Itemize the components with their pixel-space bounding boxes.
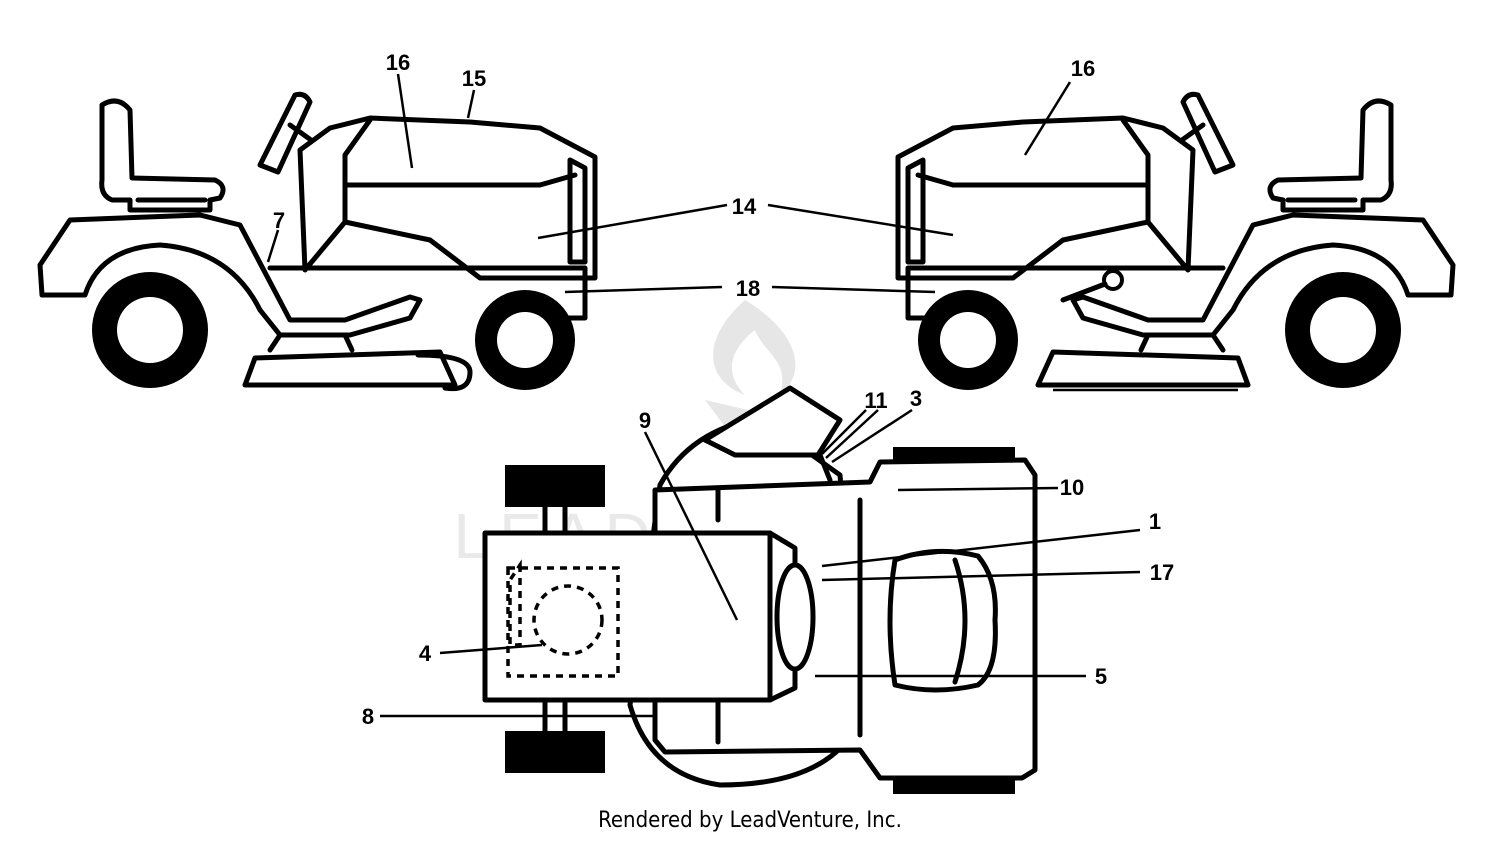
callout-leaders bbox=[266, 73, 1141, 718]
callout-10: 10 bbox=[1060, 475, 1084, 500]
callout-1: 1 bbox=[1149, 509, 1161, 534]
callout-16-right: 16 bbox=[1071, 56, 1095, 81]
callout-labels: 16 15 7 14 18 16 9 11 3 10 1 17 4 5 8 bbox=[273, 50, 1174, 729]
callout-17: 17 bbox=[1150, 560, 1174, 585]
callout-5: 5 bbox=[1095, 664, 1107, 689]
callout-9: 9 bbox=[639, 408, 651, 433]
callout-4: 4 bbox=[419, 641, 432, 666]
callout-15: 15 bbox=[462, 66, 486, 91]
callout-8: 8 bbox=[362, 704, 374, 729]
callout-18: 18 bbox=[736, 276, 760, 301]
callout-3: 3 bbox=[910, 386, 922, 411]
tractor-side-view-right bbox=[895, 91, 1456, 392]
callout-14: 14 bbox=[732, 194, 757, 219]
tractor-top-view bbox=[482, 385, 1038, 794]
tractor-side-view-left bbox=[37, 91, 598, 392]
callout-11: 11 bbox=[864, 388, 887, 413]
callout-7: 7 bbox=[273, 208, 285, 233]
callout-16-left: 16 bbox=[386, 50, 410, 75]
footer-credit: Rendered by LeadVenture, Inc. bbox=[598, 808, 902, 833]
